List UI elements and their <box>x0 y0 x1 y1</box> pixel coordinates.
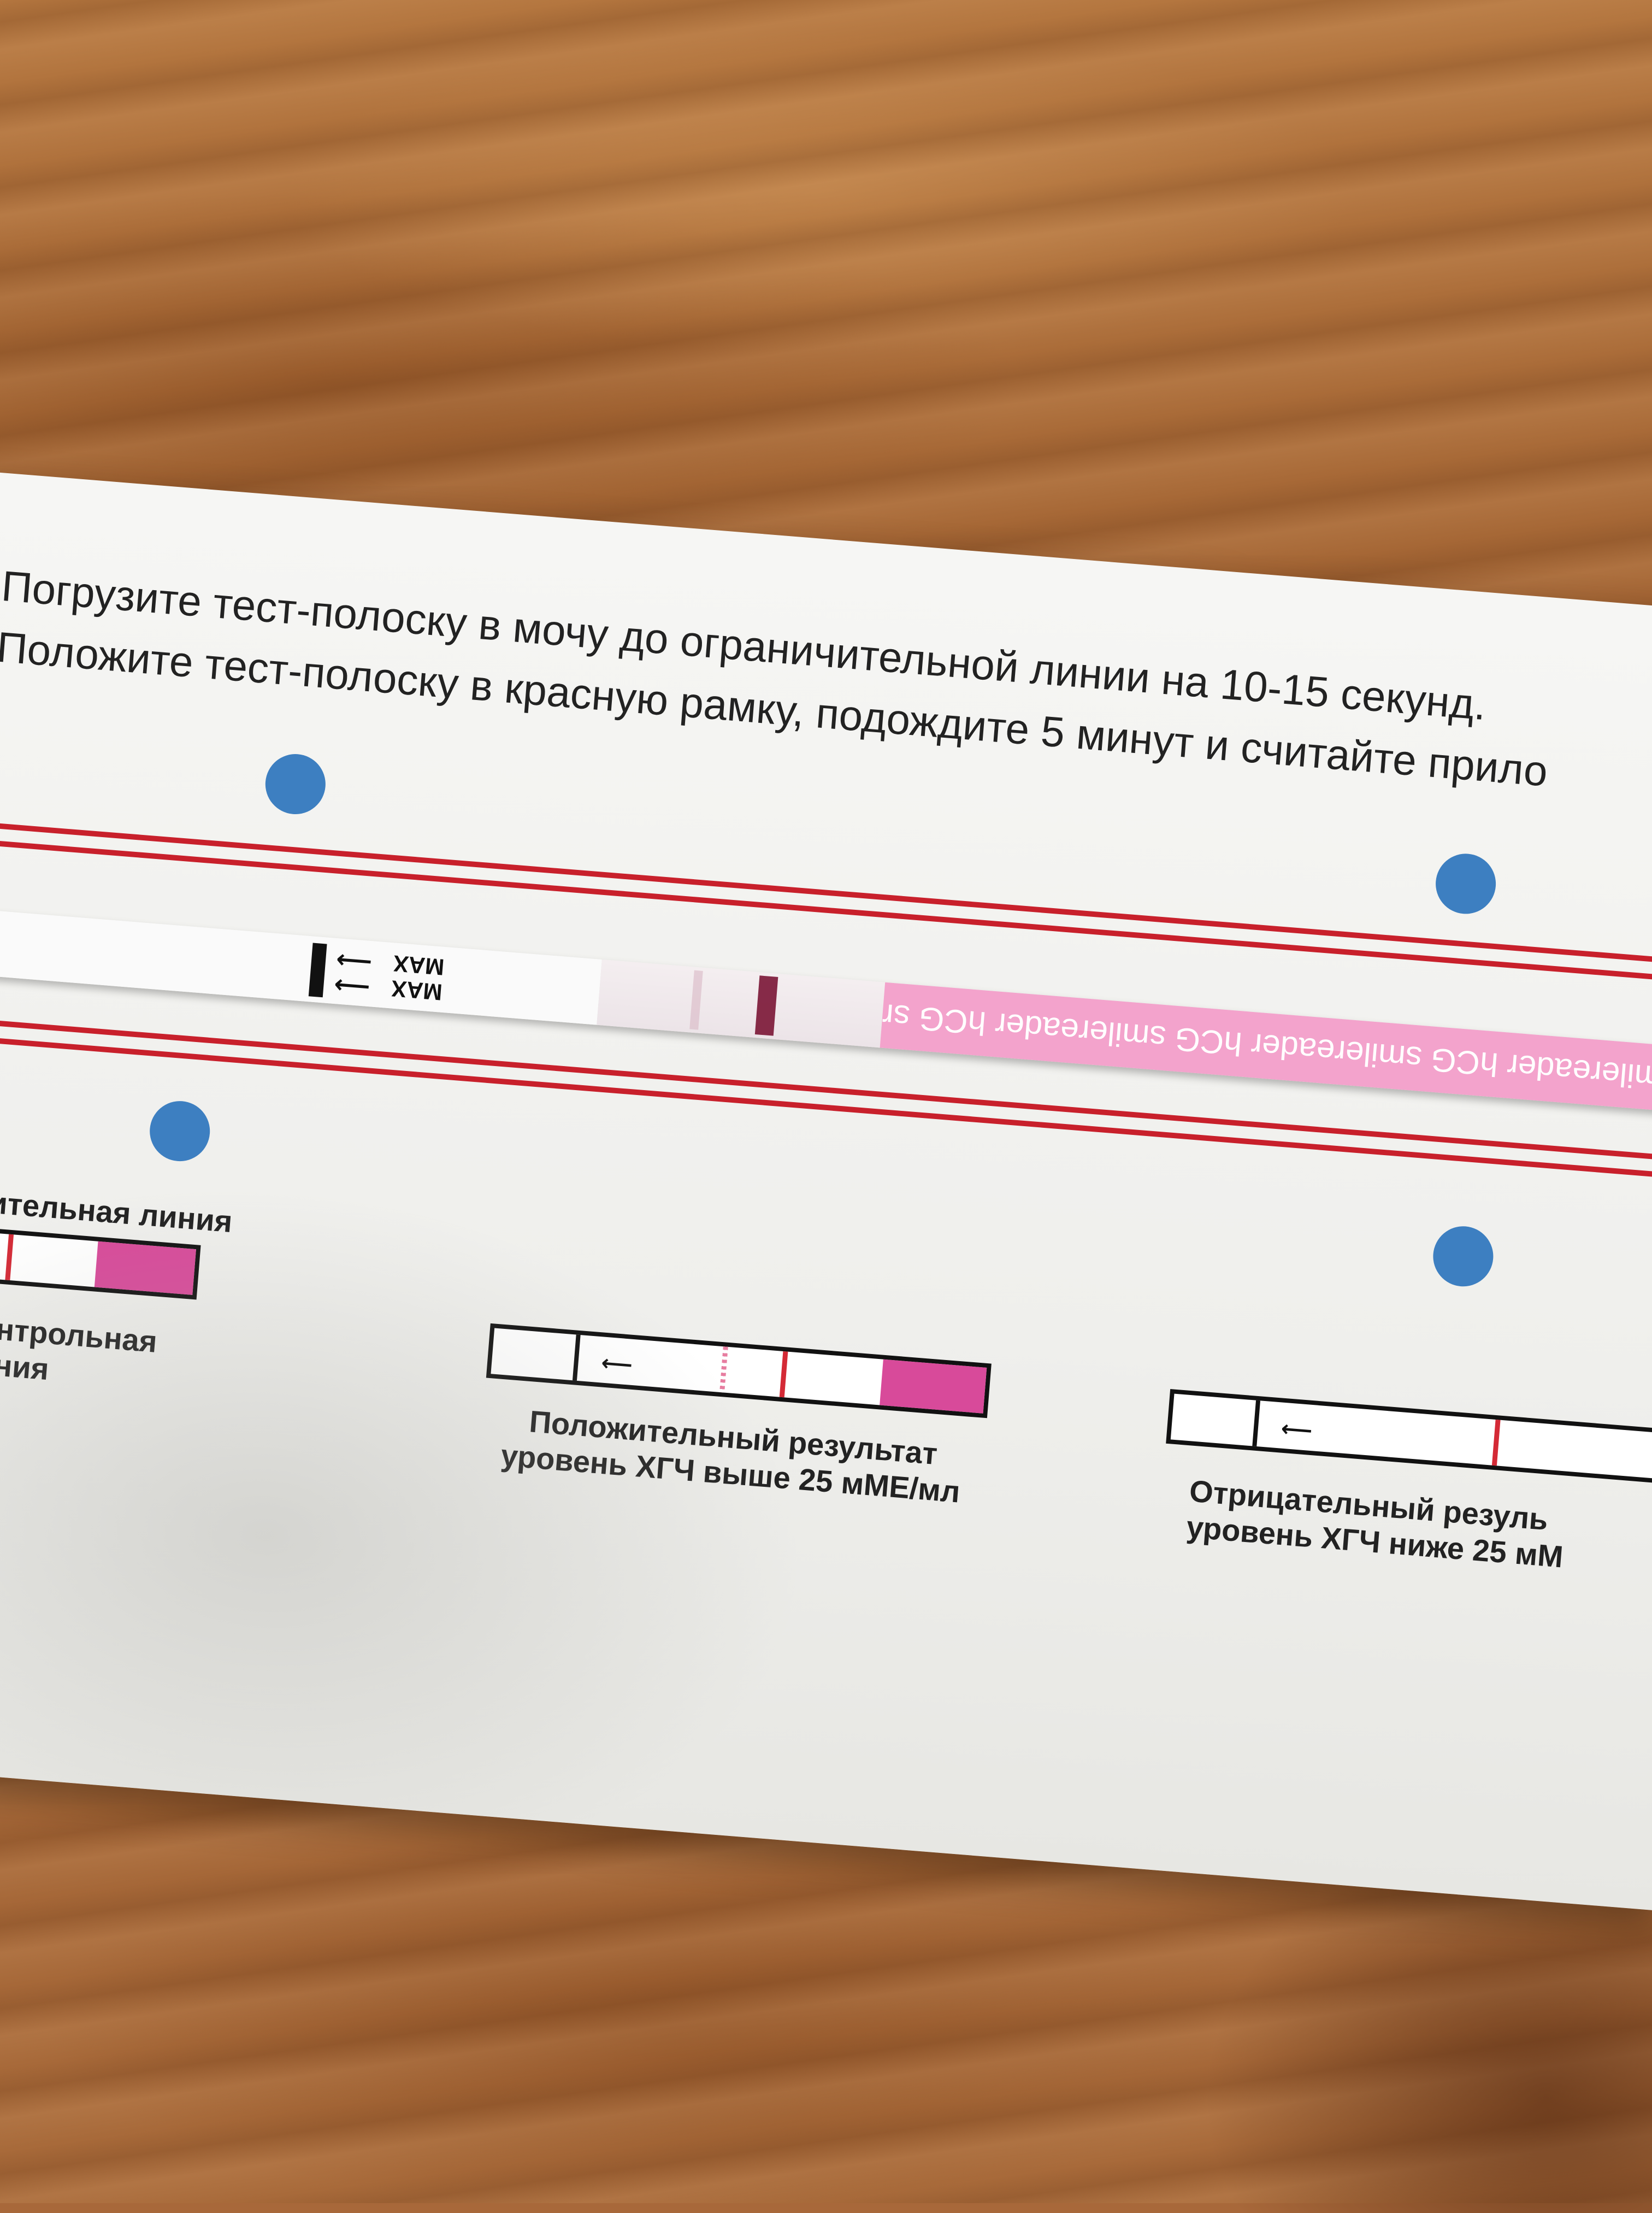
positive-test-line <box>719 1346 728 1393</box>
instruction-card: Погрузите тест-полоску в мочу до огранич… <box>0 470 1652 1911</box>
positive-handle-separator <box>572 1334 581 1381</box>
strip-brand-text: smilereader hCG smilereader hCG smilerea… <box>881 997 1652 1098</box>
reference-strip-diagram <box>0 1224 201 1300</box>
strip-handle <box>0 909 604 1025</box>
reference-control-line <box>5 1234 14 1281</box>
blue-dot-top-right <box>1433 851 1498 916</box>
strip-brand-section: smilereader hCG smilereader hCG smilerea… <box>880 982 1652 1115</box>
negative-result-caption: Отрицательный резуль уровень ХГЧ ниже 25… <box>1185 1473 1567 1575</box>
limit-line-caption: ичительная линия <box>0 1182 234 1239</box>
strip-arrow-lower: ⟵ <box>333 969 371 1001</box>
blue-dot-top-left <box>263 751 328 817</box>
positive-arrow-icon: ⟵ <box>600 1351 634 1378</box>
negative-handle-separator <box>1252 1400 1261 1447</box>
strip-max-label-upper: MAX <box>392 950 446 980</box>
reference-pink-end <box>94 1241 196 1295</box>
positive-pink-end <box>880 1359 987 1414</box>
strip-result-window <box>597 960 886 1048</box>
negative-control-line <box>1491 1419 1501 1466</box>
negative-result-diagram: ⟵ <box>1166 1389 1652 1487</box>
blue-dot-middle-right <box>1431 1224 1496 1289</box>
instructions-text: Погрузите тест-полоску в мочу до огранич… <box>0 555 1555 802</box>
control-line-caption: Контрольная линия <box>0 1308 158 1396</box>
negative-arrow-icon: ⟵ <box>1280 1416 1313 1444</box>
blue-dot-middle-left <box>147 1098 213 1164</box>
positive-control-line <box>779 1351 788 1398</box>
strip-max-label-lower: MAX <box>390 975 444 1005</box>
positive-result-caption: Положительный результат уровень ХГЧ выше… <box>484 1400 980 1511</box>
positive-result-diagram: ⟵ <box>486 1323 992 1419</box>
